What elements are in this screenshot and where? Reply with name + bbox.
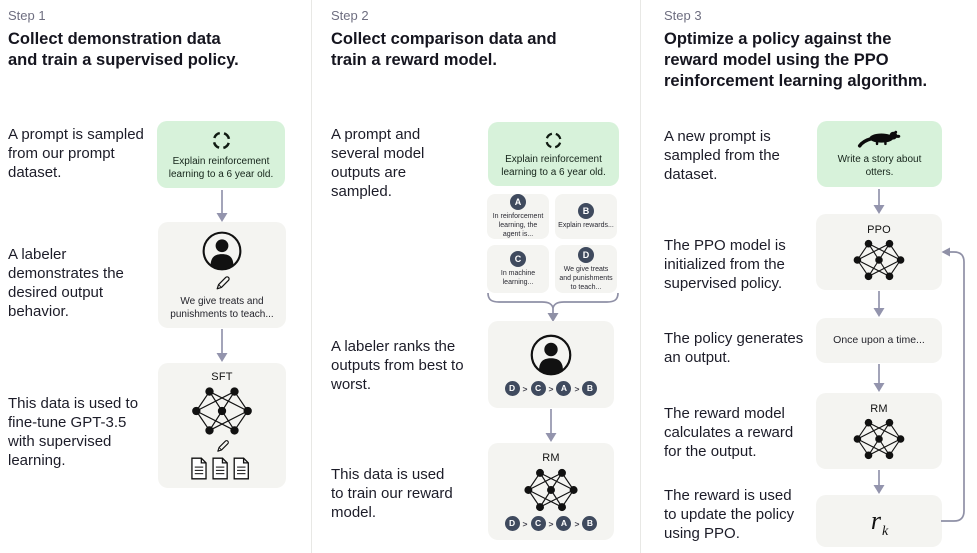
sample-cycle-icon (212, 131, 230, 149)
step1-caption-labeler: A labeler demonstrates the desired outpu… (8, 246, 124, 320)
rm-label: RM (542, 452, 560, 464)
step3-reward-box: rk (816, 495, 942, 547)
step2-rm-box: RM D > C > A > B (488, 443, 614, 540)
step2-prompt-text: Explain reinforcement learning to a 6 ye… (501, 153, 606, 178)
ranking-sequence: D > C > A > B (504, 516, 598, 531)
step1-labeler-box: We give treats and punishments to teach.… (158, 222, 286, 328)
badge-a: A (510, 194, 526, 210)
arrow-down-icon (873, 470, 885, 494)
neural-network-icon (192, 387, 252, 435)
step3-label: Step 3 (664, 8, 702, 23)
rank-separator: > (574, 518, 580, 529)
step3-caption-ppo: The PPO model is initialized from the su… (664, 237, 786, 292)
step2-caption-prompt: A prompt and several model outputs are s… (331, 126, 425, 200)
step3-caption-output: The policy generates an output. (664, 330, 804, 366)
step2-prompt-box: Explain reinforcement learning to a 6 ye… (488, 122, 619, 186)
step1-labeler-text: We give treats and punishments to teach.… (170, 295, 274, 320)
step2-outputs-grid: A In reinforcement learning, the agent i… (487, 194, 617, 293)
rank-separator: > (522, 518, 528, 529)
rank-badge: D (504, 516, 520, 531)
rank-separator: > (522, 383, 528, 394)
step1-prompt-text: Explain reinforcement learning to a 6 ye… (168, 155, 274, 180)
step3-caption-prompt: A new prompt is sampled from the dataset… (664, 128, 780, 183)
step3-output-text: Once upon a time... (833, 334, 925, 346)
step1-sft-box: SFT (158, 363, 286, 488)
output-text-a: In reinforcement learning, the agent is.… (492, 213, 544, 238)
output-cell-c: C In machine learning... (487, 245, 549, 293)
step3-output-box: Once upon a time... (816, 318, 942, 363)
arrow-down-icon (216, 329, 228, 362)
column-divider (311, 0, 312, 553)
step3-heading: Optimize a policy against the reward mod… (664, 30, 928, 90)
column-divider (640, 0, 641, 553)
arrow-down-icon (873, 291, 885, 317)
output-text-d: We give treats and punishments to teach.… (559, 265, 613, 291)
sft-label: SFT (211, 371, 233, 383)
arrow-down-icon (216, 190, 228, 222)
output-cell-b: B Explain rewards... (555, 194, 617, 239)
output-text-b: Explain rewards... (558, 222, 614, 229)
rm-label: RM (870, 402, 888, 415)
badge-d: D (578, 246, 594, 263)
pencil-icon (216, 275, 230, 289)
rank-badge: C (530, 516, 546, 531)
neural-network-icon (853, 418, 905, 459)
step3-caption-update: The reward is used to update the policy … (664, 487, 795, 542)
neural-network-icon (853, 239, 905, 280)
step3-prompt-box: Write a story about otters. (817, 121, 942, 187)
step1-prompt-box: Explain reinforcement learning to a 6 ye… (157, 121, 285, 188)
step1-caption-prompt: A prompt is sampled from our prompt data… (8, 126, 144, 181)
badge-b: B (578, 203, 594, 219)
rank-separator: > (548, 518, 554, 529)
step1-label: Step 1 (8, 8, 46, 23)
step2-label: Step 2 (331, 8, 369, 23)
step2-caption-train: This data is used to train our reward mo… (331, 466, 453, 521)
step2-caption-rank: A labeler ranks the outputs from best to… (331, 338, 464, 393)
neural-network-icon (524, 468, 578, 512)
step3-caption-reward: The reward model calculates a reward for… (664, 405, 794, 460)
step1-heading: Collect demonstration data and train a s… (8, 30, 239, 69)
rank-badge: A (556, 381, 572, 396)
arrow-down-icon (873, 189, 885, 214)
arrow-down-icon (873, 364, 885, 392)
step2-heading: Collect comparison data and train a rewa… (331, 30, 557, 69)
rank-badge: C (530, 381, 546, 396)
step3-ppo-box: PPO (816, 214, 942, 290)
pencil-icon (216, 440, 229, 452)
step3-rm-box: RM (816, 393, 942, 469)
rank-badge: D (504, 381, 520, 396)
output-text-c: In machine learning... (500, 270, 536, 286)
brace-icon (487, 292, 619, 322)
rank-badge: A (556, 516, 572, 531)
step1-caption-finetune: This data is used to fine-tune GPT-3.5 w… (8, 395, 139, 469)
rank-badge: B (582, 381, 598, 396)
rank-separator: > (548, 383, 554, 394)
labeler-person-icon (202, 231, 242, 270)
reward-symbol: rk (870, 506, 889, 539)
feedback-arrow-icon (941, 247, 965, 522)
ppo-label: PPO (867, 223, 891, 236)
output-cell-a: A In reinforcement learning, the agent i… (487, 194, 549, 239)
rank-separator: > (574, 383, 580, 394)
rank-badge: B (582, 516, 598, 531)
step2-ranking-box: D > C > A > B (488, 321, 614, 408)
labeler-person-icon (530, 334, 572, 376)
step3-prompt-text: Write a story about otters. (837, 154, 922, 178)
output-cell-d: D We give treats and punishments to teac… (555, 245, 617, 293)
ranking-sequence: D > C > A > B (504, 381, 598, 396)
badge-c: C (510, 251, 526, 267)
documents-icon (191, 457, 249, 480)
otter-icon (857, 130, 900, 148)
sample-cycle-icon (545, 131, 562, 149)
arrow-down-icon (545, 409, 557, 442)
